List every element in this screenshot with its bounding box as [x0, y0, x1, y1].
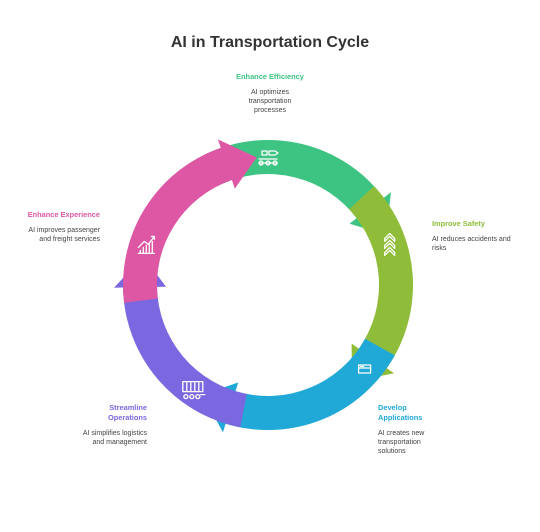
cycle-arrow-segment [349, 186, 414, 382]
chevrons-up-icon [384, 232, 396, 257]
growth-chart-icon [137, 235, 155, 255]
stage-description: AI reduces accidents and risks [432, 236, 511, 252]
stage-description: AI improves passenger and freight servic… [28, 227, 100, 243]
stage-title: Develop Applications [378, 403, 423, 422]
conveyor-icon [258, 150, 279, 166]
stage-title: Improve Safety [432, 219, 485, 228]
stage-label-improve-safety: Improve Safety AI reduces accidents and … [432, 219, 512, 253]
stage-description: AI creates new transportation solutions [378, 430, 425, 455]
freight-car-icon [182, 380, 206, 400]
cycle-arrow-segment [206, 139, 391, 235]
stage-label-develop-applications: Develop Applications AI creates new tran… [378, 403, 440, 456]
stage-title: Streamline Operations [107, 403, 147, 422]
stage-title: Enhance Efficiency [236, 72, 304, 81]
browser-window-icon [357, 364, 372, 374]
stage-label-enhance-experience: Enhance Experience AI improves passenger… [22, 210, 100, 244]
stage-title: Enhance Experience [27, 210, 100, 219]
stage-label-streamline-operations: Streamline Operations AI simplifies logi… [72, 403, 147, 447]
diagram-title: AI in Transportation Cycle [170, 34, 370, 51]
cycle-arrow-segment [202, 338, 395, 433]
stage-label-enhance-efficiency: Enhance Efficiency AI optimizes transpor… [215, 72, 325, 115]
cycle-arrow-segment [123, 139, 257, 303]
stage-description: AI optimizes transportation processes [248, 89, 292, 114]
stage-description: AI simplifies logistics and management [82, 430, 147, 446]
